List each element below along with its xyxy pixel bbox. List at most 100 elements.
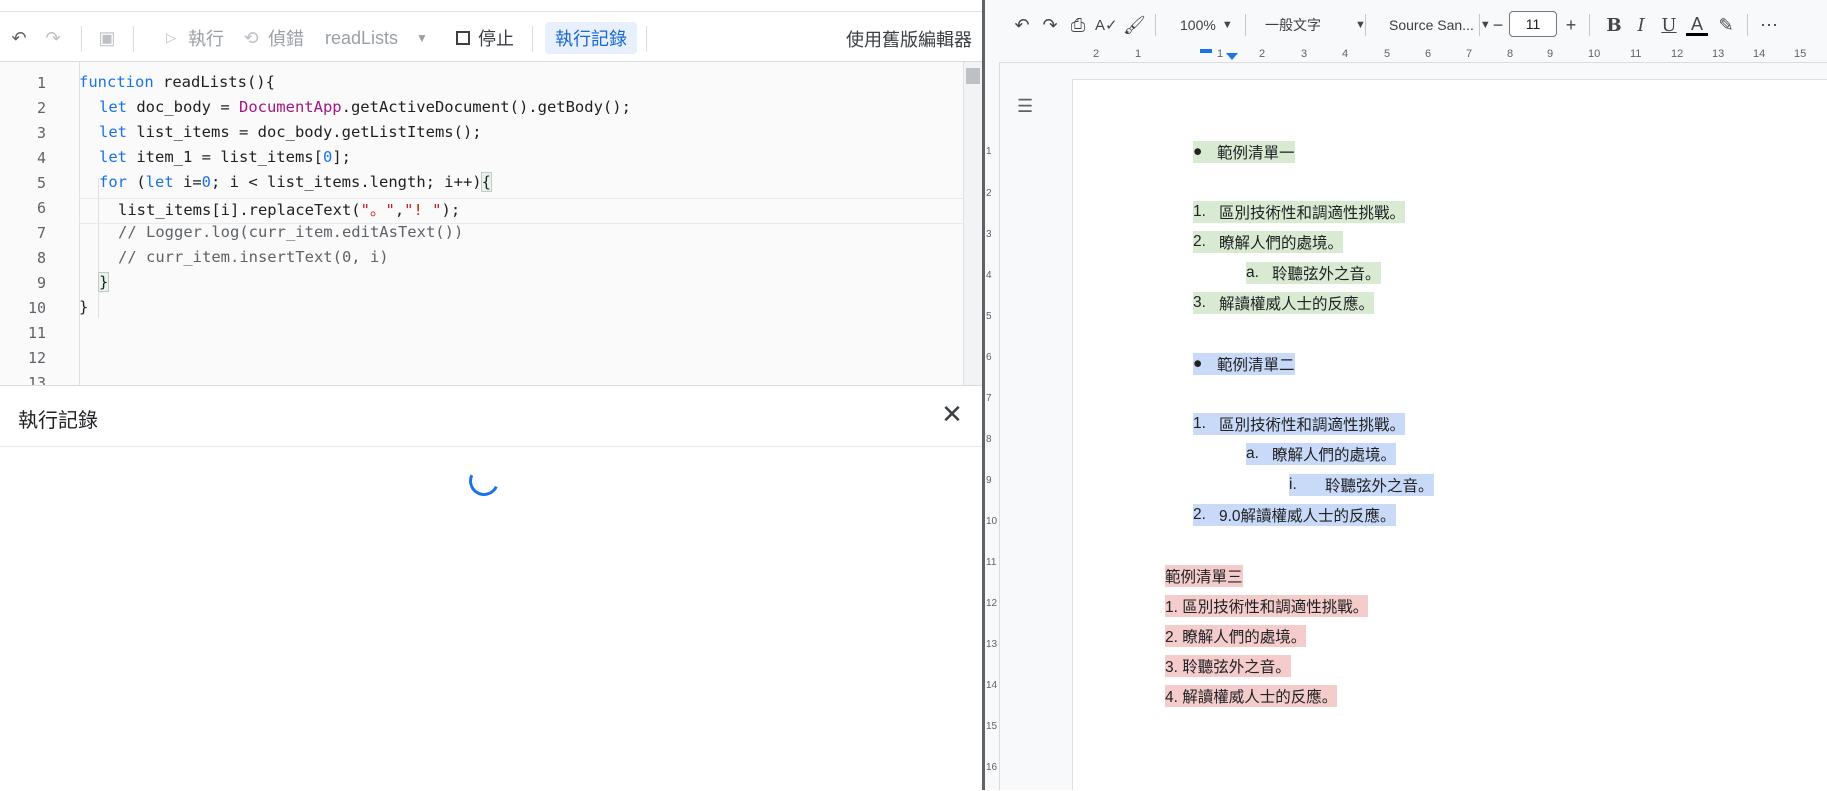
code-line: let doc_body = DocumentApp.getActiveDocu… (99, 98, 631, 116)
redo-icon: ↷ (45, 28, 61, 48)
line-number: 1 (36, 74, 46, 92)
list-item: 1.區別技術性和調適性挑戰。 (1193, 201, 1406, 223)
ruler-tick-label: 13 (986, 639, 998, 650)
ruler-tick-label: 6 (1425, 48, 1432, 60)
bold-button[interactable]: B (1603, 12, 1625, 38)
code-line: } (79, 298, 89, 316)
horizontal-ruler[interactable]: 2 1 1 2 3 4 5 6 7 8 9 10 11 12 13 14 15 (985, 48, 1827, 63)
redo-icon: ↷ (1042, 14, 1058, 35)
run-button[interactable]: ▷ 執行 (160, 24, 224, 52)
ruler-tick-label: 6 (986, 352, 992, 363)
ruler-tick-label: 8 (1507, 48, 1514, 60)
ruler-tick-label: 15 (986, 721, 998, 732)
docs-toolbar: ↶ ↷ ⎙ A✓ 🖌 100%▼ 一般文字▼ Source San...▼ − … (985, 0, 1827, 48)
line-number: 9 (36, 274, 46, 292)
underline-button[interactable]: U (1658, 12, 1680, 38)
line-number: 11 (27, 324, 46, 342)
undo-icon: ↶ (11, 28, 27, 48)
list-item: ●範例清單一 (1193, 141, 1295, 163)
minus-icon: − (1492, 14, 1504, 35)
ruler-tick-label: 15 (1794, 48, 1807, 60)
code-line: // Logger.log(curr_item.editAsText()) (118, 223, 464, 241)
ruler-tick-label: 7 (986, 393, 992, 404)
line-number: 8 (36, 249, 46, 267)
ruler-tick-label: 13 (1712, 48, 1725, 60)
list-item: a.聆聽弦外之音。 (1246, 262, 1381, 284)
code-line: // curr_item.insertText(0, i) (118, 248, 389, 266)
paragraph: 範例清單三 (1165, 565, 1243, 587)
editor-scrollbar[interactable] (963, 62, 982, 385)
underline-icon: U (1661, 14, 1677, 36)
paragraph-style-select[interactable]: 一般文字▼ (1265, 12, 1366, 38)
line-number: 5 (36, 174, 46, 192)
list-item: 2.9.0解讀權威人士的反應。 (1193, 504, 1396, 526)
highlighter-icon: ✎ (1718, 14, 1734, 35)
highlight-color-button[interactable]: ✎ (1715, 12, 1737, 38)
log-panel-title: 執行記錄 (18, 410, 98, 432)
run-label: 執行 (188, 29, 224, 49)
undo-button[interactable]: ↶ (8, 24, 30, 52)
vertical-ruler[interactable]: 1 2 3 4 5 6 7 8 9 10 11 12 13 14 15 16 (985, 62, 1000, 790)
increase-font-size-button[interactable]: + (1560, 12, 1582, 38)
plus-icon: + (1565, 14, 1577, 35)
toolbar-divider (532, 26, 533, 52)
toolbar-divider (133, 26, 134, 52)
stop-button[interactable]: 停止 (456, 24, 514, 52)
ruler-tick-label: 14 (1753, 48, 1766, 60)
paragraph: 2. 瞭解人們的處境。 (1165, 625, 1307, 647)
code-line: for (let i=0; i < list_items.length; i++… (99, 172, 493, 192)
line-number: 10 (27, 299, 46, 317)
scrollbar-thumb[interactable] (966, 68, 980, 84)
zoom-select[interactable]: 100%▼ (1180, 12, 1233, 38)
toolbar-divider (1365, 14, 1366, 36)
chevron-down-icon: ▼ (1479, 19, 1491, 31)
execution-log-button[interactable]: 執行記錄 (545, 22, 637, 54)
legacy-editor-button[interactable]: 使用舊版編輯器 (846, 30, 972, 50)
function-select[interactable]: readLists ▼ (325, 24, 428, 52)
ruler-tick-label: 16 (986, 762, 998, 773)
font-select[interactable]: Source San... ▼ (1389, 12, 1491, 38)
document-page[interactable]: ●範例清單一 1.區別技術性和調適性挑戰。 2.瞭解人們的處境。 a.聆聽弦外之… (1073, 80, 1827, 790)
list-item: ●範例清單二 (1193, 353, 1295, 375)
save-button[interactable]: ▣ (96, 24, 118, 52)
spellcheck-icon: A✓ (1095, 17, 1118, 34)
undo-icon: ↶ (1014, 14, 1030, 35)
bold-icon: B (1606, 14, 1622, 36)
spellcheck-button[interactable]: A✓ (1095, 12, 1118, 38)
ruler-tick-label: 1 (1217, 48, 1224, 60)
debug-button[interactable]: ⟲ 偵錯 (240, 24, 304, 52)
toolbar-divider (1155, 14, 1156, 36)
decrease-font-size-button[interactable]: − (1487, 12, 1509, 38)
list-item: i.聆聽弦外之音。 (1289, 474, 1434, 496)
docs-redo-button[interactable]: ↷ (1039, 12, 1061, 38)
list-item: a.瞭解人們的處境。 (1246, 443, 1397, 465)
docs-undo-button[interactable]: ↶ (1011, 12, 1033, 38)
toolbar-divider (1747, 14, 1748, 36)
paint-format-button[interactable]: 🖌 (1123, 12, 1146, 38)
italic-button[interactable]: I (1630, 12, 1652, 38)
toolbar-top-border (0, 11, 982, 12)
text-color-button[interactable]: A (1686, 12, 1708, 38)
ruler-tick-label: 3 (986, 229, 992, 240)
close-icon[interactable]: ✕ (941, 399, 963, 429)
paragraph: 3. 聆聽弦外之音。 (1165, 655, 1291, 677)
print-button[interactable]: ⎙ (1067, 12, 1089, 38)
code-line: function readLists(){ (79, 73, 275, 91)
ruler-tick-label: 9 (1547, 48, 1554, 60)
chevron-down-icon: ▼ (1221, 19, 1233, 31)
redo-button[interactable]: ↷ (42, 24, 64, 52)
code-editor[interactable]: 1 2 3 4 5 6 7 8 9 10 11 12 13 function r… (0, 62, 982, 385)
play-icon: ▷ (166, 30, 176, 45)
font-size-input[interactable]: 11 (1509, 11, 1557, 37)
ruler-tick-label: 5 (1384, 48, 1391, 60)
document-outline-icon[interactable]: ☰ (1017, 96, 1034, 116)
ruler-tick-label: 7 (1466, 48, 1473, 60)
loading-spinner-icon (464, 461, 504, 501)
window-divider[interactable] (982, 0, 985, 790)
ruler-tick-label: 10 (1588, 48, 1601, 60)
left-indent-marker[interactable] (1226, 53, 1238, 60)
more-options-button[interactable]: ⋯ (1758, 12, 1780, 38)
font-value: Source San... (1389, 17, 1474, 33)
stop-icon (456, 31, 470, 45)
first-line-indent-marker[interactable] (1200, 49, 1212, 53)
